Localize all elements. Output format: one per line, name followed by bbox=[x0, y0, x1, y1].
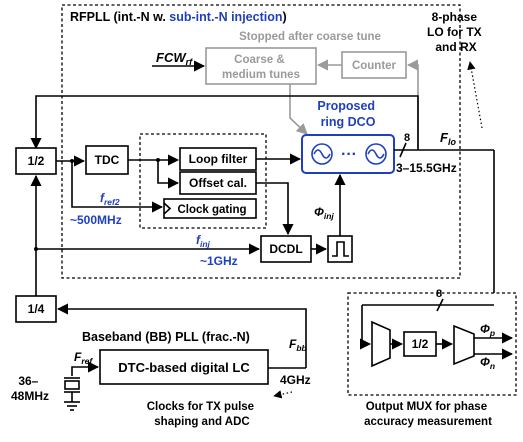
dcdl-block bbox=[260, 235, 312, 263]
digital-cluster bbox=[139, 133, 267, 229]
coarse-tune-block bbox=[205, 47, 317, 85]
div4-block bbox=[15, 295, 57, 323]
clock-gating-block bbox=[163, 198, 257, 219]
bus-width-label: 8 bbox=[404, 132, 410, 144]
finj-label: finj bbox=[196, 233, 211, 249]
div2-label: 1/2 bbox=[28, 154, 45, 168]
counter-label: Counter bbox=[352, 60, 397, 72]
lo-note: 8-phase LO for TX and RX bbox=[427, 10, 485, 54]
mux-bus-width: 8 bbox=[436, 288, 442, 300]
phi-n-label: Φn bbox=[480, 355, 495, 371]
fref2-value: ~500MHz bbox=[70, 213, 122, 227]
lo-note-pointer bbox=[467, 61, 483, 129]
output-mux-boundary bbox=[347, 292, 517, 396]
dco-stage-2-icon bbox=[365, 143, 387, 165]
fbb-label: Fbb bbox=[289, 337, 307, 353]
flo-range: 3–15.5GHz bbox=[396, 161, 457, 175]
clock-gating-clk-icon bbox=[163, 202, 172, 215]
div4-label: 1/4 bbox=[28, 302, 45, 316]
stopped-note: Stopped after coarse tune bbox=[239, 31, 381, 43]
bus-slash bbox=[399, 142, 407, 158]
loop-filter-label: Loop filter bbox=[189, 152, 248, 166]
fref-wire bbox=[71, 361, 100, 376]
dco-ring-stages bbox=[311, 143, 387, 165]
clock-gating-label: Clock gating bbox=[177, 204, 246, 216]
fref2-to-clock-gating bbox=[71, 161, 164, 213]
fbb-to-div4 bbox=[56, 303, 307, 350]
pulse-block bbox=[327, 235, 353, 263]
mux-div2-block bbox=[403, 331, 437, 357]
dco-title: Proposed ring DCO bbox=[317, 99, 378, 129]
fref2-label: fref2 bbox=[100, 191, 120, 207]
clocks-note: Clocks for TX pulse shaping and ADC bbox=[147, 401, 258, 428]
tdc-to-offset bbox=[157, 160, 180, 189]
bb-pll-title: Baseband (BB) PLL (frac.-N) bbox=[82, 330, 250, 344]
phi-p-label: Φp bbox=[480, 322, 495, 338]
div2-block bbox=[15, 147, 57, 175]
counter-block bbox=[341, 51, 407, 79]
fcw-rf-label: FCWrf bbox=[156, 50, 193, 67]
tdc-label: TDC bbox=[95, 153, 120, 167]
dcdl-label: DCDL bbox=[269, 242, 302, 256]
rfpll-boundary bbox=[61, 4, 461, 279]
dtc-lc-block bbox=[99, 349, 269, 385]
input-mux-icon bbox=[371, 320, 391, 368]
xtal-freq: 36– 48MHz bbox=[11, 374, 49, 403]
rfpll-title: RFPLL (int.-N w. sub-int.-N injection) bbox=[70, 10, 287, 24]
flo-label: Flo bbox=[440, 130, 456, 147]
dco-stage-1-icon bbox=[311, 143, 333, 165]
dco-dots: ··· bbox=[341, 146, 357, 163]
mux-div2-label: 1/2 bbox=[412, 337, 429, 351]
mux-bus-slash bbox=[436, 298, 444, 312]
coarse-to-dco bbox=[289, 84, 308, 135]
dtc-lc-label: DTC-based digital LC bbox=[118, 360, 250, 375]
offset-to-dcdl bbox=[256, 182, 294, 236]
output-mux-icon bbox=[453, 324, 475, 366]
coarse-tune-label: Coarse & medium tunes bbox=[222, 54, 300, 81]
output-mux-note: Output MUX for phase accuracy measuremen… bbox=[364, 401, 492, 428]
phi-inj-label: Φinj bbox=[314, 205, 334, 221]
finj-value: ~1GHz bbox=[200, 254, 238, 268]
clocks-pointer bbox=[273, 390, 293, 399]
fbb-value: 4GHz bbox=[280, 373, 311, 387]
offset-cal-label: Offset cal. bbox=[189, 176, 247, 190]
fref-label: Fref bbox=[74, 350, 93, 366]
crystal-icon bbox=[64, 377, 80, 411]
pulse-icon bbox=[332, 241, 349, 257]
feedback-wire bbox=[30, 95, 419, 150]
